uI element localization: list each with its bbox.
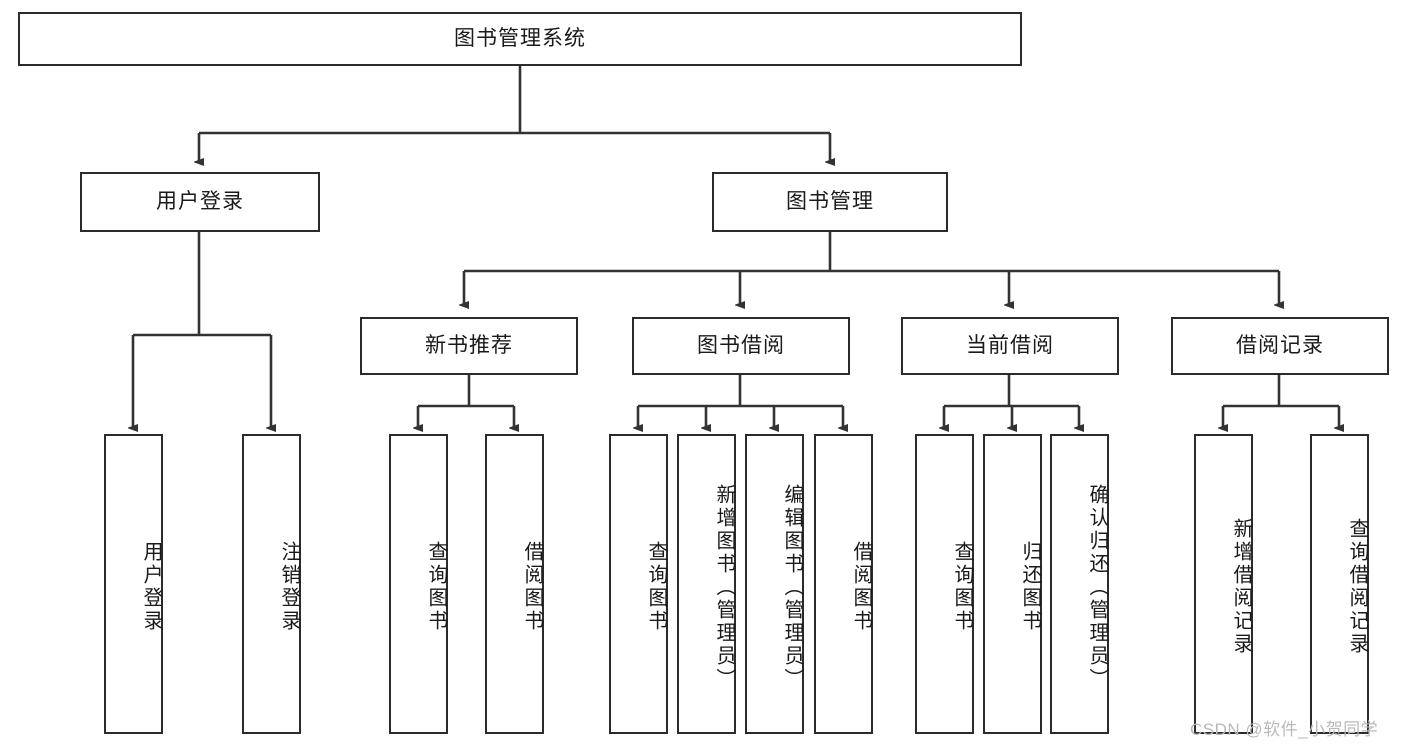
node-label: 新增图书（管理员） [713, 483, 735, 691]
node-label: 新书推荐 [425, 334, 513, 358]
node-label: 归还图书 [1019, 541, 1041, 633]
leaf-current-borrow-confirm-return-admin[interactable]: 确认归还（管理员） [1050, 434, 1109, 734]
node-user-login[interactable]: 用户登录 [80, 172, 320, 232]
leaf-user-login-logout[interactable]: 注销登录 [242, 434, 301, 734]
leaf-book-borrow-add-book-admin[interactable]: 新增图书（管理员） [677, 434, 736, 734]
leaf-book-borrow-borrow-book[interactable]: 借阅图书 [814, 434, 873, 734]
node-label: 图书管理 [786, 190, 874, 214]
node-new-book-recommend[interactable]: 新书推荐 [360, 317, 578, 375]
node-book-borrow[interactable]: 图书借阅 [632, 317, 850, 375]
leaf-new-book-query-book[interactable]: 查询图书 [389, 434, 448, 734]
leaf-borrow-record-query-record[interactable]: 查询借阅记录 [1310, 434, 1369, 734]
node-label: 确认归还（管理员） [1086, 483, 1108, 691]
node-label: 查询图书 [951, 541, 973, 633]
csdn-watermark: CSDN @软件_小贺同学 [1190, 720, 1379, 739]
leaf-new-book-borrow-book[interactable]: 借阅图书 [485, 434, 544, 734]
node-label: 用户登录 [156, 190, 244, 214]
leaf-current-borrow-query-book[interactable]: 查询图书 [915, 434, 974, 734]
leaf-user-login-login[interactable]: 用户登录 [104, 434, 163, 734]
leaf-borrow-record-add-record[interactable]: 新增借阅记录 [1194, 434, 1253, 734]
node-book-management[interactable]: 图书管理 [712, 172, 948, 232]
node-label: 图书管理系统 [454, 27, 586, 51]
node-label: 注销登录 [278, 541, 300, 633]
node-label: 查询图书 [425, 541, 447, 633]
node-label: 查询借阅记录 [1346, 518, 1368, 656]
node-root-book-management-system[interactable]: 图书管理系统 [18, 12, 1022, 66]
node-label: 查询图书 [645, 541, 667, 633]
node-label: 新增借阅记录 [1230, 518, 1252, 656]
node-borrow-record[interactable]: 借阅记录 [1171, 317, 1389, 375]
node-current-borrow[interactable]: 当前借阅 [901, 317, 1119, 375]
node-label: 用户登录 [140, 541, 162, 633]
leaf-current-borrow-return-book[interactable]: 归还图书 [983, 434, 1042, 734]
node-label: 借阅图书 [521, 541, 543, 633]
node-label: 编辑图书（管理员） [781, 483, 803, 691]
leaf-book-borrow-edit-book-admin[interactable]: 编辑图书（管理员） [745, 434, 804, 734]
node-label: 借阅图书 [850, 541, 872, 633]
node-label: 借阅记录 [1236, 334, 1324, 358]
leaf-book-borrow-query-book[interactable]: 查询图书 [609, 434, 668, 734]
node-label: 图书借阅 [697, 334, 785, 358]
node-label: 当前借阅 [966, 334, 1054, 358]
